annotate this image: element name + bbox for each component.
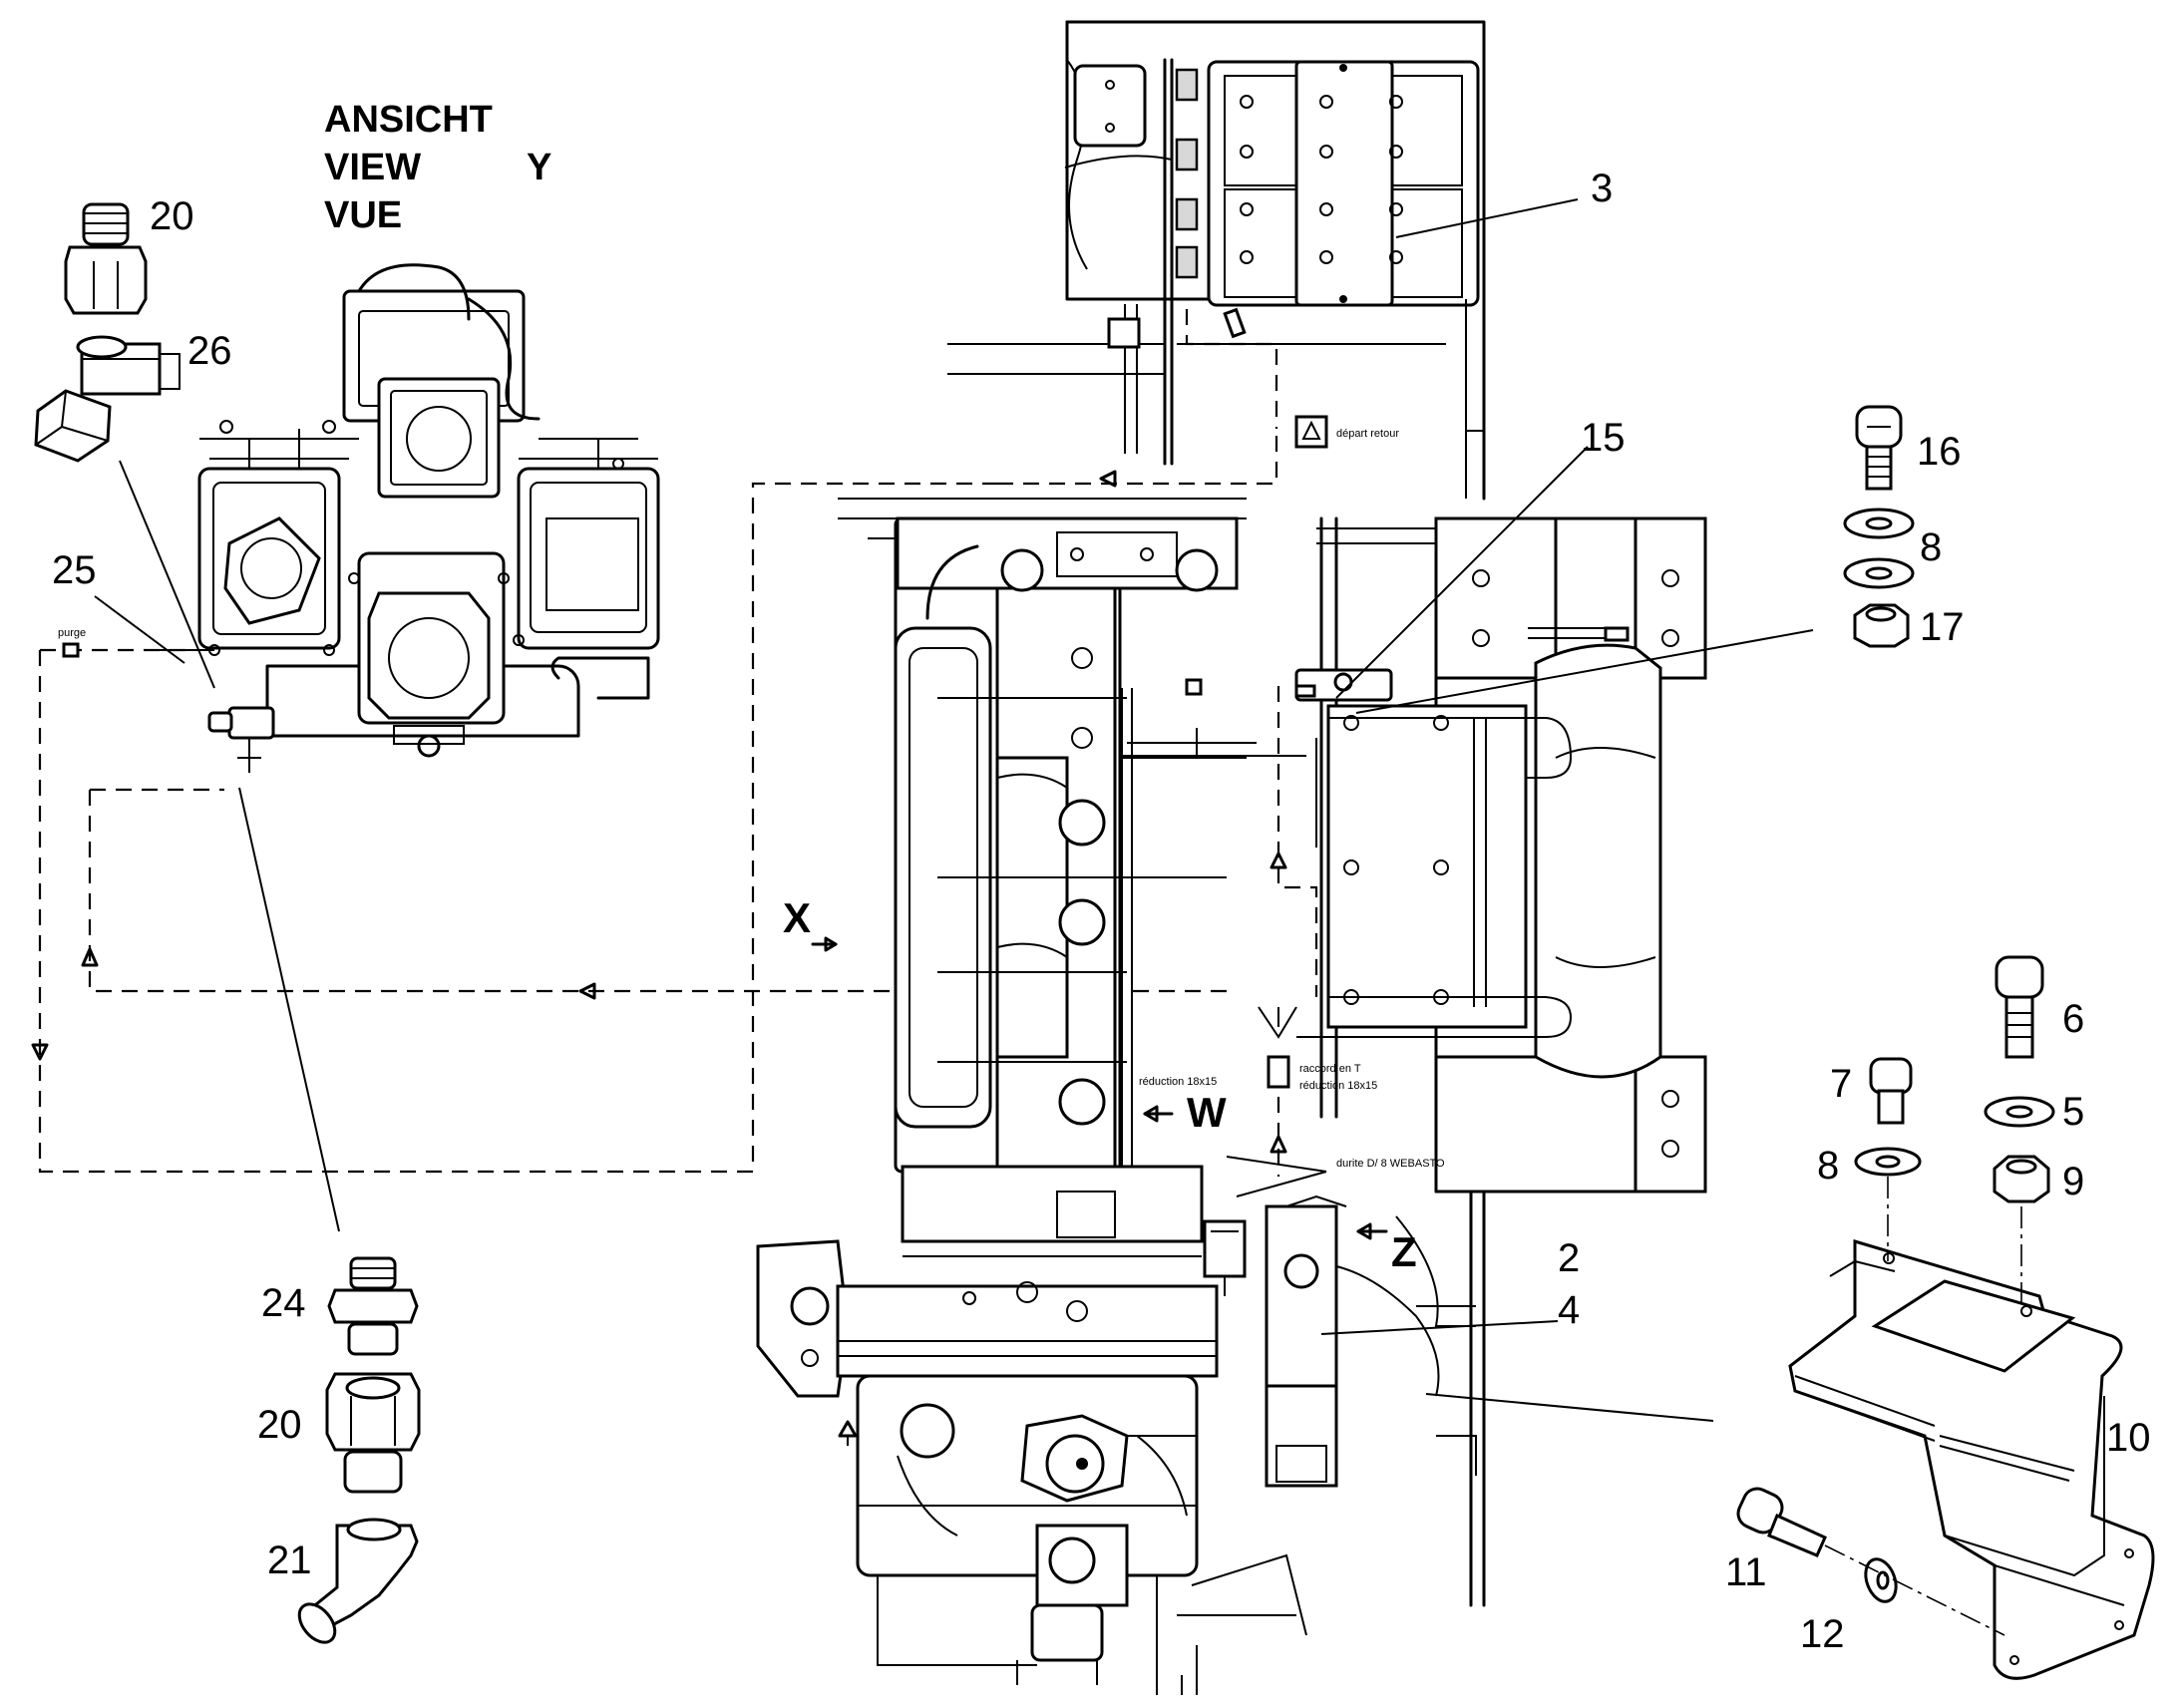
item-number-21: 21 <box>267 1538 312 1582</box>
item-number-16: 16 <box>1917 430 1962 474</box>
item-number-5: 5 <box>2062 1090 2084 1134</box>
item-number-26: 26 <box>187 329 232 373</box>
view-marker-z: Z <box>1391 1228 1417 1275</box>
washer-8-upper <box>1843 508 1915 589</box>
item-number-8-upper: 8 <box>1920 525 1942 569</box>
heater-unit <box>1203 1195 1477 1488</box>
view-title-line-2: VIEW <box>324 147 421 188</box>
depart-retour-note: départ retour <box>1336 428 1399 440</box>
hose-circuit-left: purge <box>31 429 1278 1174</box>
frame-right <box>1270 516 1707 1607</box>
item-number-15: 15 <box>1581 416 1626 460</box>
assembly-axes <box>1824 1177 2022 1636</box>
view-title: ANSICHT VIEW VUE Y <box>324 99 551 236</box>
nut-9 <box>1993 1155 2050 1203</box>
bolt-7 <box>1869 1057 1913 1125</box>
item-number-8-lower: 8 <box>1817 1144 1839 1188</box>
view-marker-w: W <box>1187 1089 1227 1136</box>
cabinet-bolts <box>1240 95 1403 264</box>
nut-17 <box>1853 603 1910 648</box>
tee-fitting-26 <box>34 335 181 463</box>
item-number-11: 11 <box>1725 1550 1767 1594</box>
raccord-t-note: raccord en T <box>1299 1063 1361 1075</box>
cabinet-valves <box>1175 68 1199 279</box>
pump-assembly-view-y <box>197 263 660 773</box>
durite-note: durite D/ 8 WEBASTO <box>1336 1158 1445 1170</box>
purge-note: purge <box>58 627 86 639</box>
washer-5 <box>1984 1096 2055 1128</box>
lower-pump-assembly <box>756 1165 1307 1695</box>
item-numbers: 20 26 25 24 20 21 3 15 16 8 17 6 7 5 8 9… <box>52 167 2151 1656</box>
item-number-12: 12 <box>1800 1612 1845 1656</box>
view-title-line-3: VUE <box>324 194 402 236</box>
leader-lines <box>94 198 1814 1422</box>
item-number-20-top: 20 <box>150 194 194 238</box>
bolt-16 <box>1855 405 1903 491</box>
fitting-20-bottom <box>325 1372 421 1494</box>
item-number-25: 25 <box>52 548 97 592</box>
fitting-20-top <box>64 202 148 315</box>
item-number-2: 2 <box>1558 1236 1580 1280</box>
engine-block: réduction 18x15 <box>838 498 1306 1192</box>
fitting-24 <box>327 1256 419 1356</box>
item-number-10: 10 <box>2106 1416 2151 1460</box>
bracket-10 <box>1788 1238 2155 1680</box>
reduction-note-2: réduction 18x15 <box>1299 1080 1377 1092</box>
view-marker-x: X <box>783 894 811 941</box>
bolt-11 <box>1736 1487 1827 1557</box>
t-connection: raccord en T réduction 18x15 durite D/ 8… <box>1226 1006 1445 1197</box>
cabinet-top: départ retour <box>947 20 1486 501</box>
item-number-20-bottom: 20 <box>257 1403 302 1447</box>
view-title-letter: Y <box>527 147 551 188</box>
item-number-3: 3 <box>1591 167 1613 210</box>
item-number-17: 17 <box>1920 605 1965 649</box>
reduction-note-1: réduction 18x15 <box>1139 1076 1217 1088</box>
washer-8-lower <box>1854 1147 1922 1177</box>
view-title-line-1: ANSICHT <box>324 99 493 141</box>
elbow-21 <box>297 1518 419 1644</box>
item-number-7: 7 <box>1830 1062 1852 1106</box>
item-number-4: 4 <box>1558 1288 1580 1332</box>
bolt-6 <box>1995 955 2044 1059</box>
item-number-6: 6 <box>2062 997 2084 1041</box>
item-number-9: 9 <box>2062 1160 2084 1203</box>
view-markers: X W Z <box>783 894 1417 1275</box>
item-number-24: 24 <box>261 1281 306 1325</box>
